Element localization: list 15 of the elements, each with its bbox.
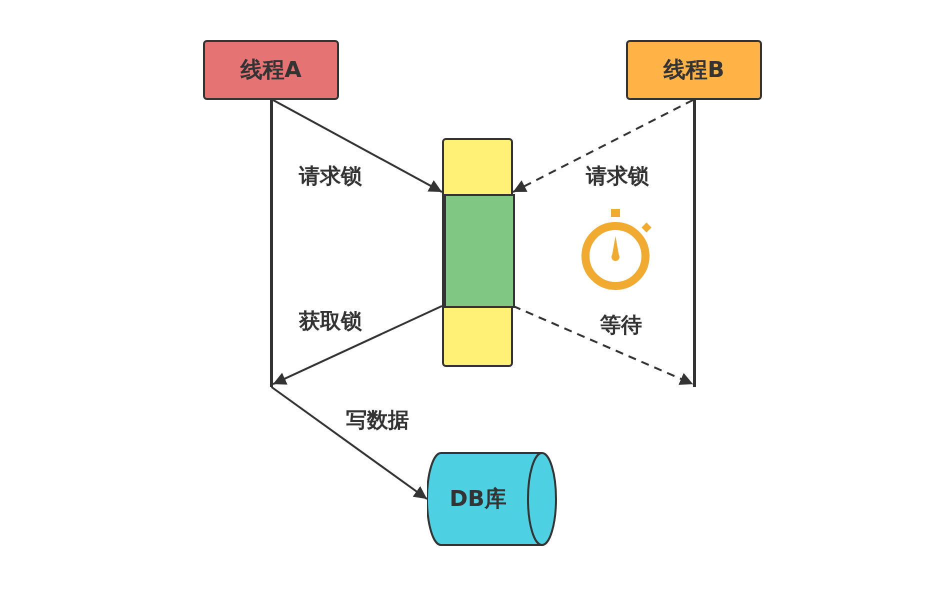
thread-box: 线程B (626, 40, 762, 100)
edge-label: 写数据 (343, 407, 412, 433)
database-cylinder: DB库 (427, 452, 557, 546)
edge-label: 获取锁 (296, 308, 365, 334)
lock-column (442, 138, 513, 367)
arrow (272, 305, 442, 386)
edge-label: 请求锁 (583, 163, 652, 189)
lock-segment (444, 194, 515, 308)
edge-label: 等待 (597, 312, 645, 338)
arrow (270, 386, 428, 500)
thread-box: 线程A (203, 40, 339, 100)
lifeline (270, 100, 273, 387)
lifeline (693, 100, 696, 387)
arrow (512, 305, 694, 386)
edge-label: 请求锁 (296, 163, 365, 189)
